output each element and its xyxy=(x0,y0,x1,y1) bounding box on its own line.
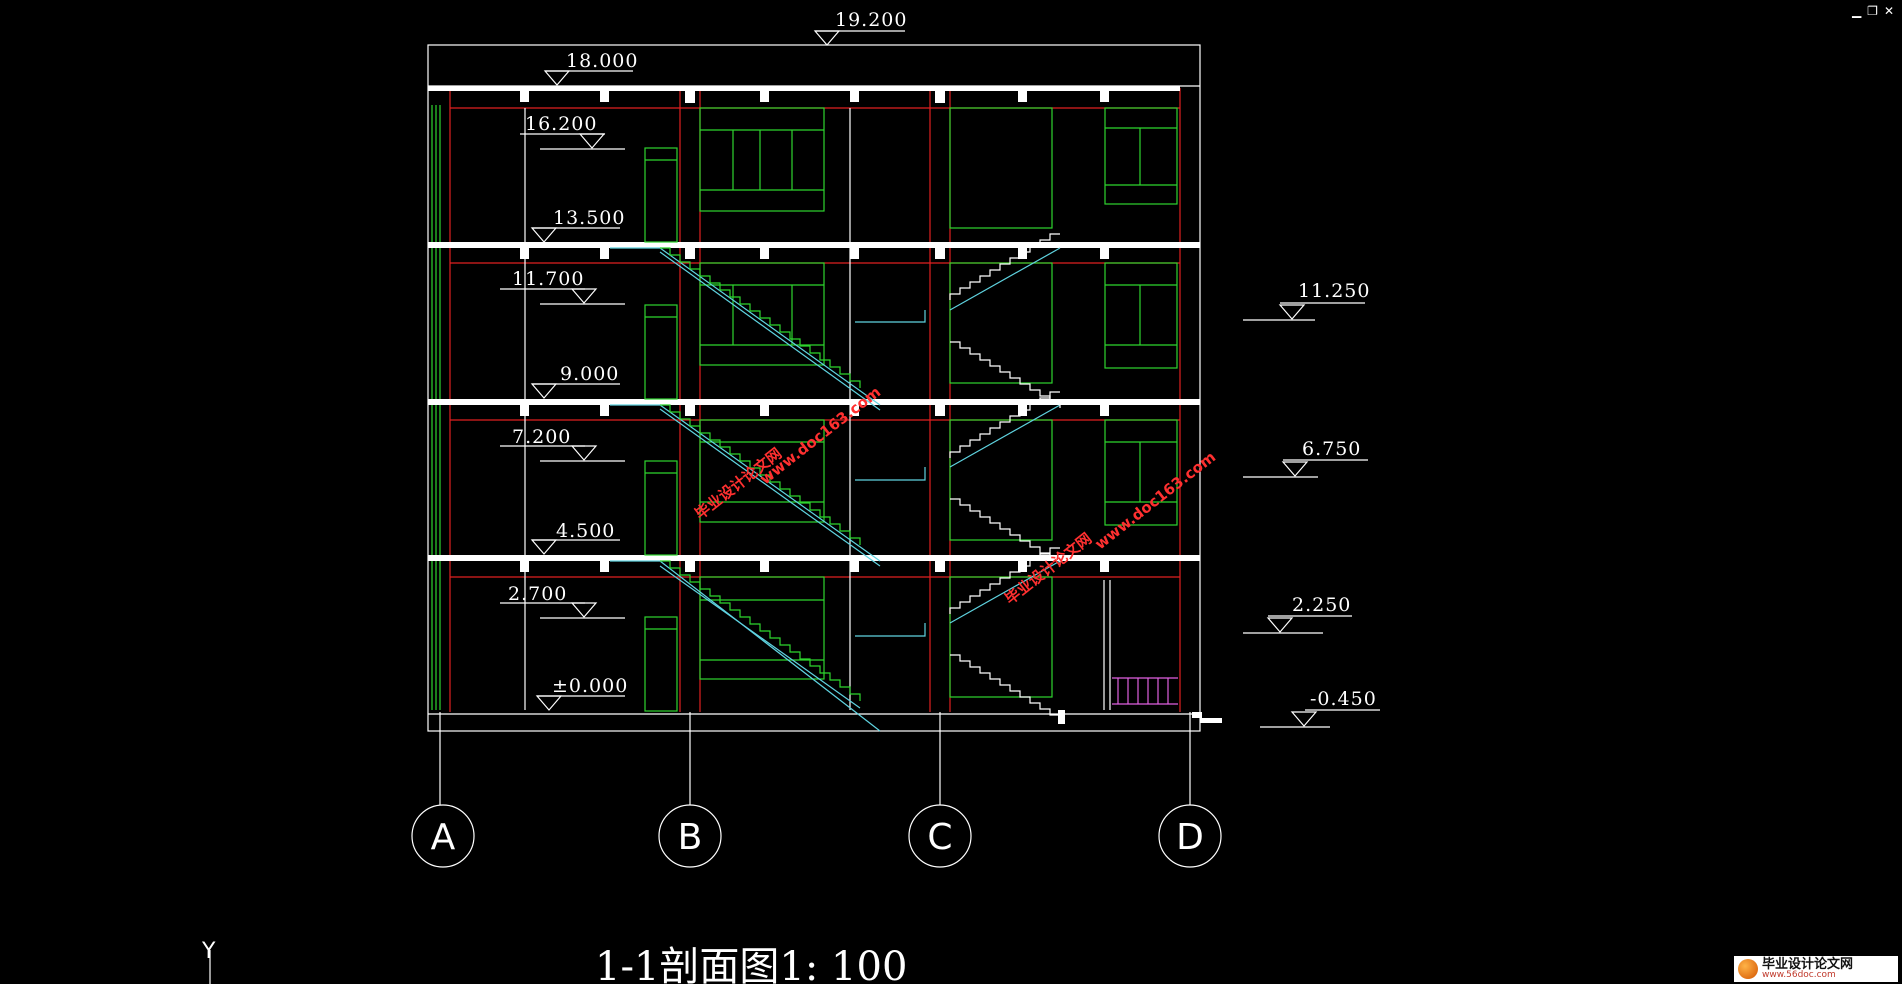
logo-icon xyxy=(1738,959,1758,979)
elevation-label: 7.200 xyxy=(512,426,571,448)
elevation-label: 19.200 xyxy=(835,9,907,31)
left-facade-windows xyxy=(431,105,441,710)
elevation-label: 13.500 xyxy=(553,207,625,229)
elevation-label: 6.750 xyxy=(1302,438,1361,460)
elevation-label: 16.200 xyxy=(525,113,597,135)
ucs-icon-label: Y xyxy=(201,939,216,964)
window-controls: ▁ ❐ ✕ xyxy=(1852,4,1894,18)
door-window-elevations xyxy=(644,107,1178,712)
svg-text:毕业设计论文网: 毕业设计论文网 xyxy=(1001,529,1095,608)
building-outline xyxy=(427,44,1201,732)
close-icon[interactable]: ✕ xyxy=(1883,4,1894,18)
site-logo: 毕业设计论文网 www.56doc.com xyxy=(1734,956,1898,982)
elevation-label: 2.700 xyxy=(508,583,567,605)
elevation-markers xyxy=(500,30,1380,728)
elevation-label: 11.250 xyxy=(1298,280,1370,302)
restore-icon[interactable]: ❐ xyxy=(1867,4,1878,18)
axis-label-b: B xyxy=(678,817,703,858)
drawing-title: 1-1剖面图1: 100 xyxy=(595,944,907,984)
logo-url: www.56doc.com xyxy=(1762,970,1836,980)
floor-slabs xyxy=(428,86,1222,724)
grid-axes xyxy=(411,712,1222,868)
elevation-label: 9.000 xyxy=(560,363,619,385)
svg-text:www.doc163.com: www.doc163.com xyxy=(756,383,884,488)
axis-label-c: C xyxy=(927,817,952,858)
elevation-label: 2.250 xyxy=(1292,594,1351,616)
elevation-label: 4.500 xyxy=(556,520,615,542)
elevation-label: -0.450 xyxy=(1310,688,1377,710)
elevation-label: 18.000 xyxy=(566,50,638,72)
stair-flights xyxy=(610,233,1061,732)
elevation-label: 11.700 xyxy=(512,268,584,290)
entrance-railing xyxy=(1112,677,1178,705)
logo-name: 毕业设计论文网 xyxy=(1762,957,1854,972)
axis-label-a: A xyxy=(431,817,456,858)
minimize-icon[interactable]: ▁ xyxy=(1851,4,1862,18)
elevation-label: ±0.000 xyxy=(552,675,628,697)
axis-label-d: D xyxy=(1176,817,1204,858)
